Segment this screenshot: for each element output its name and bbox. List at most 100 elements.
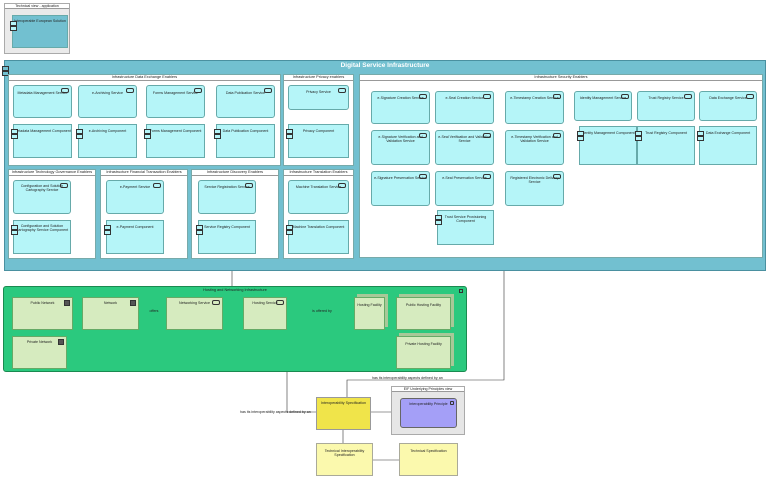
component-icon (10, 21, 17, 26)
forms-management-service[interactable]: Forms Management Service (146, 85, 205, 118)
service-registry-component[interactable]: Service Registry Component (196, 220, 256, 254)
component-label: Identity Management Component (581, 131, 635, 135)
service-icon (126, 87, 134, 93)
forms-management-component[interactable]: Forms Management Component (144, 124, 205, 158)
interoperability-principle[interactable]: Interoperability Principle (400, 398, 457, 428)
machine-translation-service[interactable]: Machine Translation Service (288, 180, 349, 214)
machine-translation-component[interactable]: Machine Translation Component (286, 220, 349, 254)
component-icon (2, 71, 9, 76)
component-label: e-Payment Component (116, 225, 154, 229)
eif-title: EIF Underlying Principles view (392, 387, 464, 393)
node-label: Hosting Service (252, 301, 278, 305)
configuration-cartography-component[interactable]: Configuration and Solution Cartography S… (11, 220, 71, 254)
service-registration-service[interactable]: Service Registration Service (198, 180, 256, 214)
interoperable-european-solution[interactable]: Interoperable European Solution (10, 15, 68, 48)
data-exchange-component[interactable]: Data Exchange Component (697, 126, 757, 165)
eif-principles-view[interactable]: EIF Underlying Principles view Interoper… (391, 386, 465, 435)
component-icon (2, 66, 9, 71)
service-icon (264, 87, 272, 93)
network[interactable]: Network (82, 297, 139, 330)
technical-view-title: Technical view - application (5, 4, 69, 10)
node-label: Hosting Facility (357, 303, 382, 307)
node-label: Networking Service (179, 301, 210, 305)
service-icon (338, 87, 346, 93)
configuration-cartography-service[interactable]: Configuration and Solution Cartography S… (13, 180, 71, 214)
technical-interoperability-specification[interactable]: Technical Interoperability Specification (316, 443, 373, 476)
interoperability-specification[interactable]: Interoperability Specification (316, 397, 371, 430)
component-label: Configuration and Solution Cartography S… (15, 224, 69, 233)
hosting-facility[interactable]: Hosting Facility (354, 297, 385, 330)
e-signature-verification-service[interactable]: e-Signature Verification and Validation … (371, 130, 430, 165)
panel-title: Infrastructure Security Enablers (360, 75, 762, 81)
identity-management-service[interactable]: Identity Management Service (574, 91, 632, 121)
e-archiving-service[interactable]: e-Archiving Service (78, 85, 137, 118)
e-seal-verification-service[interactable]: e-Seal Verification and Validation Servi… (435, 130, 494, 165)
trust-registry-component[interactable]: Trust Registry Component (635, 126, 695, 165)
networking-service[interactable]: Networking Service (166, 297, 223, 330)
e-timestamp-verification-service[interactable]: e-Timestamp Verification and Validation … (505, 130, 564, 165)
service-label: Metadata Management Service (17, 91, 68, 95)
node-label: Network (103, 301, 118, 305)
data-exchange-service[interactable]: Data Exchange Service (699, 91, 757, 121)
data-publication-service[interactable]: Data Publication Service (216, 85, 275, 118)
metadata-management-service[interactable]: Metadata Management Service (13, 85, 72, 118)
service-label: e-Archiving Service (92, 91, 123, 95)
component-icon (10, 26, 17, 31)
service-label: Service Registration Service (204, 185, 250, 189)
private-network[interactable]: Private Network (12, 336, 67, 369)
technical-specification[interactable]: Technical Specification (399, 443, 458, 476)
service-label: Privacy Service (306, 90, 331, 94)
trust-service-provisioning-component[interactable]: Trust Service Provisioning Component (435, 210, 494, 245)
technical-view-application-group[interactable]: Technical view - application Interoperab… (4, 3, 70, 54)
e-seal-preservation-service[interactable]: e-Seal Preservation Service (435, 171, 494, 206)
principle-label: Interoperability Principle (409, 402, 448, 406)
identity-management-component[interactable]: Identity Management Component (577, 126, 637, 165)
spec-label: Technical Specification (410, 449, 447, 453)
service-label: Trust Registry Service (648, 96, 684, 100)
node-icon (459, 289, 463, 293)
component-label: e-Archiving Component (88, 129, 127, 133)
component-label: Data Exchange Component (705, 131, 751, 135)
service-label: e-Payment Service (119, 185, 151, 189)
service-label: e-Signature Preservation Service (374, 176, 427, 180)
privacy-component[interactable]: Privacy Component (286, 124, 349, 158)
e-payment-component[interactable]: e-Payment Component (104, 220, 164, 254)
hosting-networking-infrastructure[interactable]: Hosting and Networking Infrastructure (3, 286, 467, 372)
registered-electronic-delivery-service[interactable]: Registered Electronic Delivery Service (505, 171, 564, 206)
e-seal-creation-service[interactable]: e-Seal Creation Service (435, 91, 494, 124)
e-signature-creation-service[interactable]: e-Signature Creation Service (371, 91, 430, 124)
panel-title: Infrastructure Translation Enablers (284, 170, 353, 176)
service-label: e-Timestamp Creation Service (510, 96, 559, 100)
service-icon (194, 87, 202, 93)
panel-title: Infrastructure Privacy enablers (284, 75, 353, 81)
public-network[interactable]: Public Network (12, 297, 73, 330)
e-payment-service[interactable]: e-Payment Service (106, 180, 164, 214)
e-signature-preservation-service[interactable]: e-Signature Preservation Service (371, 171, 430, 206)
service-label: e-Signature Verification and Validation … (378, 135, 423, 144)
service-label: e-Seal Creation Service (445, 96, 484, 100)
component-label: Trust Service Provisioning Component (444, 215, 487, 224)
service-label: Forms Management Service (152, 91, 199, 95)
network-icon (64, 299, 70, 306)
public-hosting-facility[interactable]: Public Hosting Facility (396, 297, 451, 330)
service-label: e-Timestamp Verification and Validation … (511, 135, 558, 144)
e-archiving-component[interactable]: e-Archiving Component (76, 124, 137, 158)
e-timestamp-creation-service[interactable]: e-Timestamp Creation Service (505, 91, 564, 124)
private-hosting-facility[interactable]: Private Hosting Facility (396, 336, 451, 369)
privacy-service[interactable]: Privacy Service (288, 85, 349, 110)
spec-label: Interoperability Specification (321, 401, 366, 405)
panel-title: Infrastructure Technology Governance Ena… (9, 170, 95, 176)
dsi-title: Digital Service Infrastructure (340, 62, 430, 69)
component-label: Trust Registry Component (645, 131, 687, 135)
hosting-service[interactable]: Hosting Service (243, 297, 287, 330)
trust-registry-service[interactable]: Trust Registry Service (637, 91, 695, 121)
data-publication-component[interactable]: Data Publication Component (214, 124, 275, 158)
panel-title: Infrastructure Data Exchange Enablers (9, 75, 280, 81)
panel-title: Infrastructure Discovery Enablers (192, 170, 278, 176)
service-label: Configuration and Solution Cartography S… (20, 184, 64, 193)
service-label: Data Exchange Service (709, 96, 747, 100)
offered-by-label: is offered by (312, 309, 332, 313)
relationship-label-2: has its interoperability aspects defined… (240, 410, 311, 414)
metadata-management-component[interactable]: Metadata Management Component (11, 124, 72, 158)
network-icon (58, 338, 64, 345)
